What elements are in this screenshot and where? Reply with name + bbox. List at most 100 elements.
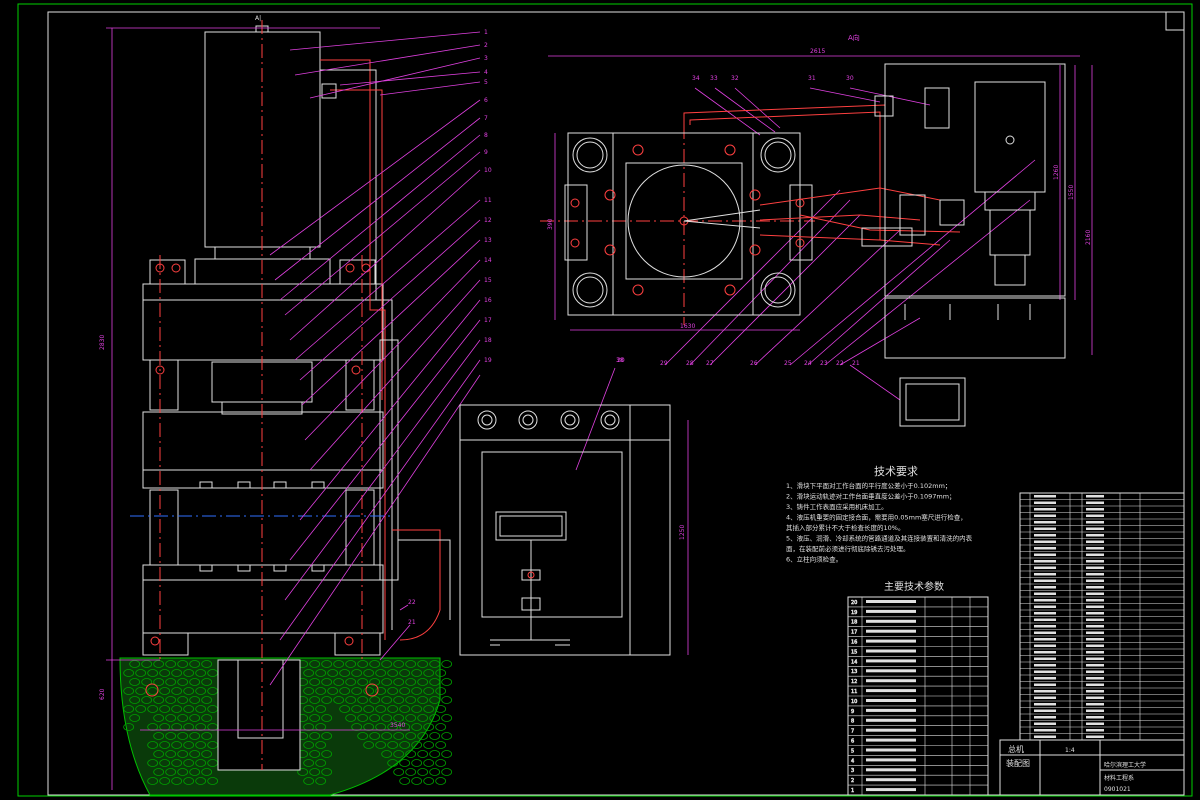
foundation-stone xyxy=(411,723,423,731)
param-row-text xyxy=(866,669,916,673)
foundation-stone xyxy=(171,705,183,713)
foundation-stone xyxy=(153,660,165,668)
foundation-stone xyxy=(147,777,159,785)
foundation-stone xyxy=(363,669,375,677)
parts-row-text xyxy=(1034,644,1056,647)
parts-row-text xyxy=(1086,553,1104,556)
foundation-stone xyxy=(387,723,399,731)
parts-row-text xyxy=(1034,605,1056,608)
leader-number: 29 xyxy=(660,360,668,367)
foundation-stone xyxy=(189,768,201,776)
foundation-stone xyxy=(309,768,321,776)
parts-row-text xyxy=(1034,514,1056,517)
leader-number: 19 xyxy=(484,357,492,364)
param-row-number: 14 xyxy=(851,659,857,665)
parts-row-text xyxy=(1086,690,1104,693)
parts-row-text xyxy=(1086,592,1104,595)
foundation-stone xyxy=(429,714,441,722)
foundation-stone xyxy=(417,660,429,668)
foundation-stone xyxy=(363,741,375,749)
foundation-stone xyxy=(405,714,417,722)
foundation-stone xyxy=(393,678,405,686)
parts-row-text xyxy=(1034,657,1056,660)
foundation-stone xyxy=(165,696,177,704)
dim-control-height: 1250 xyxy=(679,525,686,540)
parts-row-text xyxy=(1034,501,1056,504)
foundation-stone xyxy=(201,660,213,668)
foundation-stone xyxy=(147,741,159,749)
foundation-stone xyxy=(315,759,327,767)
foundation-stone xyxy=(315,741,327,749)
param-row-number: 6 xyxy=(851,739,854,745)
top-view xyxy=(564,63,1066,427)
foundation-stone xyxy=(159,669,171,677)
title-drawing-no: 0901021 xyxy=(1104,786,1131,793)
param-row-text xyxy=(866,728,916,732)
foundation-stone xyxy=(177,750,189,758)
title-dept: 材料工程系 xyxy=(1104,774,1134,782)
leader-number: 6 xyxy=(484,97,488,104)
foundation-stone xyxy=(357,696,369,704)
foundation-stone xyxy=(147,723,159,731)
foundation-stone xyxy=(321,768,333,776)
foundation-stone xyxy=(423,669,435,677)
parts-row-text xyxy=(1034,651,1056,654)
foundation-stone xyxy=(393,732,405,740)
title-school: 哈尔滨理工大学 xyxy=(1104,761,1146,769)
foundation-stone xyxy=(363,705,375,713)
foundation-stone xyxy=(189,696,201,704)
foundation-stone xyxy=(183,741,195,749)
foundation-stone xyxy=(381,696,393,704)
foundation-stone xyxy=(435,669,447,677)
leader-number: 30 xyxy=(846,75,854,82)
leader-number: 5 xyxy=(484,79,488,86)
dim-top-view-width: 2615 xyxy=(810,48,825,55)
foundation-stone xyxy=(417,678,429,686)
parts-row-text xyxy=(1086,527,1104,530)
parts-row-text xyxy=(1086,677,1104,680)
leader-number: 10 xyxy=(484,167,492,174)
foundation-stone xyxy=(393,696,405,704)
parts-row-text xyxy=(1034,735,1056,738)
tech-req-line: 1、滑块下平面对工作台面的平行度公差小于0.102mm； xyxy=(786,481,951,490)
foundation-stone xyxy=(159,741,171,749)
foundation-stone xyxy=(129,714,141,722)
foundation-stone xyxy=(411,705,423,713)
parts-row-text xyxy=(1086,521,1104,524)
foundation-stone xyxy=(423,777,435,785)
tech-req-line: 5、液压、润滑、冷却系统的管路通道及其连接装置和清洗的内表 xyxy=(786,534,973,543)
foundation-stone xyxy=(351,687,363,695)
foundation-stone xyxy=(309,678,321,686)
parts-row-text xyxy=(1034,631,1056,634)
foundation-stone xyxy=(399,705,411,713)
parts-row-text xyxy=(1034,677,1056,680)
parts-row-text xyxy=(1086,612,1104,615)
tech-req-title: 技术要求 xyxy=(874,465,918,478)
tech-req-line: 3、铸件工作表面应采用机床加工。 xyxy=(786,502,888,511)
foundation-stone xyxy=(135,705,147,713)
param-row-number: 11 xyxy=(851,689,857,695)
leader-number: 33 xyxy=(710,75,718,82)
foundation-stone xyxy=(309,660,321,668)
view-a-label: A向 xyxy=(848,33,860,42)
parts-row-text xyxy=(1034,670,1056,673)
param-row-text xyxy=(866,768,916,772)
foundation-stone xyxy=(321,660,333,668)
foundation-stone xyxy=(423,723,435,731)
foundation-stone xyxy=(165,678,177,686)
param-row-text xyxy=(866,708,916,712)
parts-row-text xyxy=(1086,625,1104,628)
dim-width-base: 3540 xyxy=(390,722,405,729)
foundation-stone xyxy=(393,750,405,758)
foundation-stone xyxy=(123,723,135,731)
leader-number: 22 xyxy=(836,360,844,367)
top-marker: A| xyxy=(255,15,261,22)
dimension-lines xyxy=(106,27,1093,790)
dim-top-view-w2: 1630 xyxy=(680,323,695,330)
tech-req-line: 2、滑块运动轨迹对工作台面垂直度公差小于0.1097mm； xyxy=(786,492,956,501)
param-row-number: 16 xyxy=(851,640,857,646)
dim-right-h2: 1550 xyxy=(1068,185,1075,200)
parts-row-text xyxy=(1086,599,1104,602)
foundation-stone xyxy=(405,750,417,758)
leader-number: 14 xyxy=(484,257,492,264)
